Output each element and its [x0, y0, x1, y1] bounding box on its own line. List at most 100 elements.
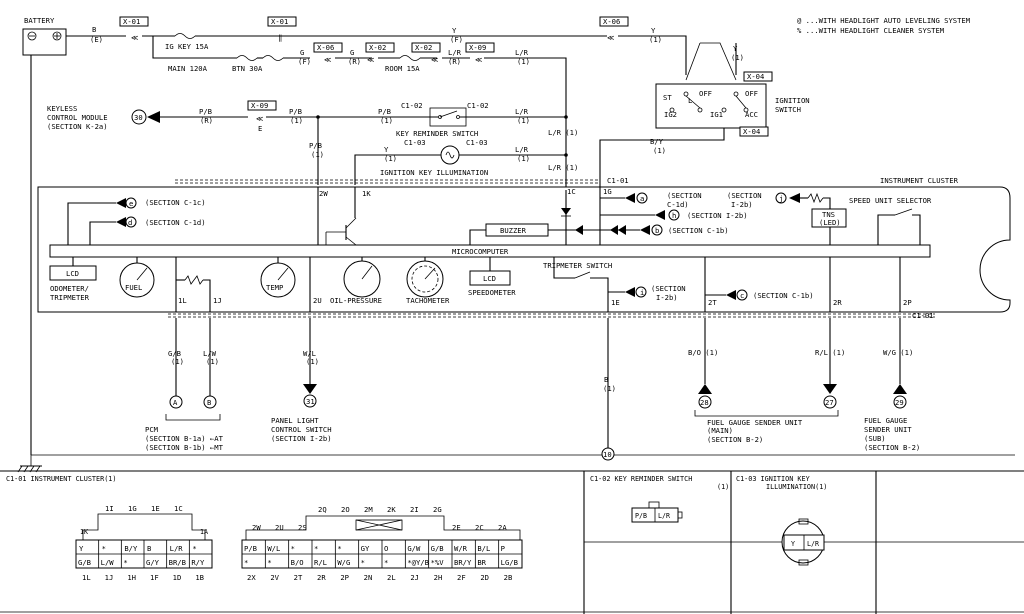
svg-text:B: B — [207, 398, 211, 407]
ground-point-10 — [601, 447, 615, 461]
svg-text:OIL-PRESSURE: OIL-PRESSURE — [330, 296, 382, 305]
svg-text:j: j — [779, 194, 783, 203]
pin-label: 2K — [387, 505, 396, 514]
ignition-switch-label-1: IGNITION — [775, 96, 810, 105]
svg-text:P/B: P/B — [199, 107, 212, 116]
pin-cell: *%V — [431, 558, 445, 567]
pin-cell: W/L — [267, 544, 280, 553]
svg-text:TRIPMETER: TRIPMETER — [50, 293, 90, 302]
pin-label: 2B — [504, 573, 513, 582]
svg-text:(1): (1) — [306, 357, 319, 366]
fuse-btn-icon — [262, 55, 284, 61]
svg-text:(SECTION C-1c): (SECTION C-1c) — [145, 198, 206, 207]
pin-label: 1I — [105, 504, 114, 513]
pin-cell: * — [244, 558, 248, 567]
svg-text:≪: ≪ — [475, 55, 483, 64]
svg-text:31: 31 — [306, 397, 315, 406]
pin-cell: G/W — [407, 544, 421, 553]
svg-text:(SECTION B-1a) ←AT: (SECTION B-1a) ←AT — [145, 434, 224, 443]
resistor-icon — [184, 275, 204, 285]
fuel-gauge: FUEL — [119, 262, 155, 298]
svg-text:h: h — [672, 211, 676, 220]
svg-text:TRIPMETER SWITCH: TRIPMETER SWITCH — [543, 261, 612, 270]
svg-text:1K: 1K — [80, 528, 88, 536]
pin-cell: L/W — [101, 558, 115, 567]
pin-cell: * — [123, 558, 127, 567]
conn-x01-a: X-01 — [123, 17, 140, 26]
svg-text:IGNITION KEY ILLUMINATION: IGNITION KEY ILLUMINATION — [380, 168, 488, 177]
wire-g-f: G — [300, 48, 304, 57]
fuse-main-icon — [236, 55, 258, 61]
svg-text:L/R: L/R — [448, 48, 462, 57]
svg-text:2U: 2U — [313, 296, 322, 305]
svg-text:2W: 2W — [319, 189, 328, 198]
transistor-icon — [325, 217, 357, 246]
svg-text:Y: Y — [733, 44, 738, 53]
svg-text:W/L: W/L — [303, 349, 316, 358]
microcomputer-label: MICROCOMPUTER — [452, 247, 509, 256]
svg-text:1J: 1J — [213, 296, 222, 305]
svg-text:KEY REMINDER SWITCH: KEY REMINDER SWITCH — [396, 129, 478, 138]
pin-label: 2H — [434, 573, 443, 582]
pin-label: 2N — [364, 573, 373, 582]
svg-text:(1): (1) — [171, 357, 184, 366]
svg-text:30: 30 — [134, 113, 143, 122]
svg-text:B/O (1): B/O (1) — [688, 348, 718, 357]
pin-cell: * — [384, 558, 388, 567]
svg-text:(SECTION B-1b) ←MT: (SECTION B-1b) ←MT — [145, 443, 224, 452]
temp-gauge: TEMP — [260, 262, 296, 298]
svg-text:(SECTION K-2a): (SECTION K-2a) — [47, 122, 108, 131]
connector-c103: Y L/R — [781, 518, 825, 566]
svg-text:G/B: G/B — [168, 349, 181, 358]
pin-label: 2M — [364, 505, 373, 514]
svg-text:≪: ≪ — [324, 55, 332, 64]
svg-text:Y: Y — [452, 26, 457, 35]
pin-cell: *@Y/B — [407, 558, 429, 567]
svg-text:(SECTION I-2b): (SECTION I-2b) — [687, 211, 748, 220]
svg-text:27: 27 — [825, 398, 834, 407]
pin-label: 2W — [252, 523, 261, 532]
svg-text:C1-02: C1-02 — [401, 101, 423, 110]
pin-label: 2J — [410, 573, 419, 582]
svg-text:L/R (1): L/R (1) — [548, 163, 578, 172]
pin-label: 2V — [270, 573, 279, 582]
svg-text:FUEL: FUEL — [125, 283, 142, 292]
svg-text:e: e — [129, 199, 133, 208]
pin-cell: L/R — [170, 544, 184, 553]
svg-text:A: A — [173, 398, 178, 407]
pin-cell: LG/B — [501, 558, 518, 567]
svg-text:C1-02: C1-02 — [467, 101, 489, 110]
svg-text:(SECTION: (SECTION — [667, 191, 702, 200]
svg-text:G: G — [350, 48, 354, 57]
svg-text:FUEL GAUGE SENDER UNIT: FUEL GAUGE SENDER UNIT — [707, 418, 803, 427]
svg-text:(SECTION C-1d): (SECTION C-1d) — [145, 218, 206, 227]
resistor-icon — [807, 192, 824, 204]
svg-text:≪: ≪ — [256, 114, 264, 123]
pin-label: 2Q — [318, 505, 327, 514]
pin-cell: * — [361, 558, 365, 567]
pin-cell: B — [147, 544, 151, 553]
svg-text:IG2: IG2 — [664, 110, 677, 119]
oil-pressure-gauge: OIL-PRESSURE — [330, 260, 382, 305]
svg-text:L/R (1): L/R (1) — [548, 128, 578, 137]
pin-cell: * — [192, 544, 196, 553]
svg-text:PCM: PCM — [145, 425, 159, 434]
svg-text:(1): (1) — [384, 154, 397, 163]
pin-cell: * — [291, 544, 295, 553]
pcm: A B PCM (SECTION B-1a) ←AT (SECTION B-1b… — [145, 395, 224, 452]
svg-text:(1): (1) — [649, 35, 662, 44]
battery-label: BATTERY — [24, 16, 55, 25]
svg-text:C1-03: C1-03 — [466, 138, 488, 147]
svg-text:L/R: L/R — [807, 540, 819, 548]
pin-label: 1J — [105, 573, 114, 582]
svg-text:(1): (1) — [380, 116, 393, 125]
svg-text:(F): (F) — [450, 35, 463, 44]
pin-label: 1B — [195, 573, 204, 582]
battery: BATTERY — [22, 16, 67, 56]
svg-text:P/B: P/B — [309, 141, 322, 150]
svg-text:1L: 1L — [178, 296, 187, 305]
svg-text:(SECTION B-2): (SECTION B-2) — [707, 435, 763, 444]
svg-text:(SECTION: (SECTION — [727, 191, 762, 200]
pin-cell: W/R — [454, 544, 468, 553]
svg-text:L: L — [688, 96, 692, 105]
